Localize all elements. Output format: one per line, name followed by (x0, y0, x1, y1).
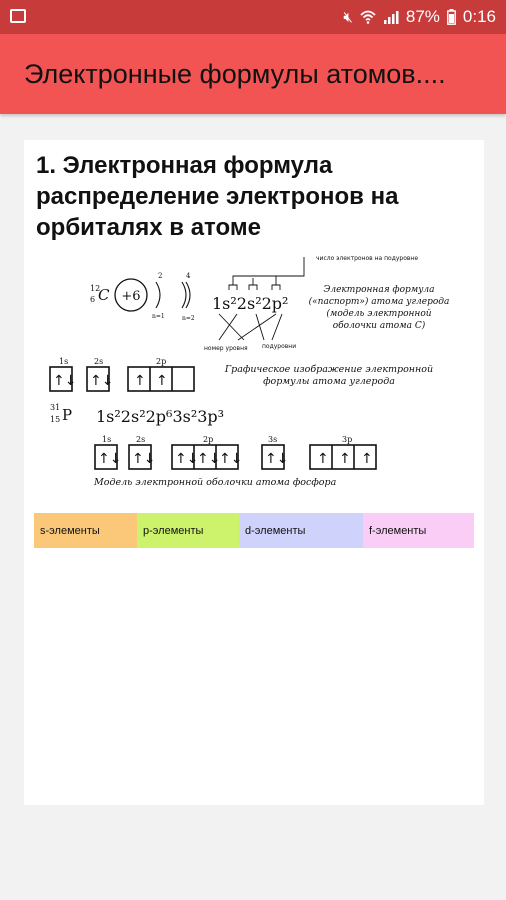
carbon-orbital-2p-label: 2p (156, 357, 166, 366)
shell1-electrons: 2 (158, 272, 162, 280)
carbon-formula: 1s²2s²2p² (212, 294, 288, 313)
bracket-lines (218, 257, 305, 341)
svg-text:↑: ↑ (339, 451, 351, 467)
svg-text:↑: ↑ (134, 373, 146, 389)
svg-text:↑↓: ↑↓ (265, 451, 288, 467)
p-mass: 31 (50, 403, 60, 412)
label-level: номер уровня (204, 345, 248, 352)
p-orbital-1s-label: 1s (102, 435, 111, 444)
label-sublevel: подуровни (262, 343, 296, 350)
carbon-graphic-caption: Графическое изображение электронной форм… (224, 364, 434, 387)
shell2-electrons: 4 (186, 272, 191, 280)
status-bar: 🔇︎ 87% 0:16 (0, 0, 506, 34)
app-bar: Электронные формулы атомов.... (0, 34, 506, 114)
shell-arc-2a (181, 281, 187, 309)
p-orbital-3s-label: 3s (268, 435, 277, 444)
carbon-orbital-boxes (49, 366, 195, 392)
svg-text:↑: ↑ (317, 451, 329, 467)
carbon-symbol: C (98, 286, 110, 304)
n1-label: n=1 (152, 313, 165, 320)
p-orbital-2s-label: 2s (136, 435, 145, 444)
mute-icon: 🔇︎ (343, 8, 353, 26)
status-icons: 🔇︎ 87% 0:16 (343, 0, 496, 34)
nucleus-circle (114, 278, 148, 312)
carbon-graphic-caption-box: Графическое изображение электронной форм… (224, 364, 434, 387)
p-orbital-boxes (94, 444, 377, 470)
legend-f-label: f-элементы (369, 524, 427, 537)
legend-p-elements: p-элементы (137, 513, 239, 548)
svg-text:↑↓: ↑↓ (53, 373, 76, 389)
legend-p-label: p-элементы (143, 524, 204, 537)
p-orbital-2p-label: 2p (203, 435, 213, 444)
carbon-mass: 12 (90, 284, 100, 293)
label-electron-count: число электронов на подуровне (316, 255, 418, 262)
svg-text:↑↓: ↑↓ (132, 451, 155, 467)
p-caption: Модель электронной оболочки атома фосфор… (93, 477, 337, 488)
legend-d-label: d-элементы (245, 524, 306, 537)
electron-formula-figure: 12 6 C +6 2 4 n=1 n=2 1s²2s²2p² число эл… (49, 255, 450, 488)
svg-text:↑↓: ↑↓ (197, 451, 220, 467)
battery-icon (447, 9, 456, 25)
image-icon (10, 9, 26, 23)
clock: 0:16 (462, 7, 496, 26)
svg-text:↑↓: ↑↓ (90, 373, 113, 389)
legend-s-elements: s-элементы (34, 513, 137, 548)
shell-arc-1 (155, 281, 161, 309)
carbon-orbital-1s-label: 1s (59, 357, 68, 366)
passport-text-box: Электронная формула («паспорт») атома уг… (308, 285, 450, 331)
carbon-number: 6 (90, 295, 95, 304)
n2-label: n=2 (182, 315, 195, 322)
svg-text:↑: ↑ (156, 373, 168, 389)
svg-text:↑↓: ↑↓ (98, 451, 121, 467)
nucleus-charge: +6 (121, 289, 140, 304)
legend-s-label: s-элементы (40, 524, 100, 537)
battery-percent: 87% (405, 7, 440, 26)
svg-text:↑↓: ↑↓ (175, 451, 198, 467)
shell-arc-2b (185, 281, 191, 309)
p-orbital-3p-label: 3p (342, 435, 352, 444)
legend-f-elements: f-элементы (363, 513, 474, 548)
app-title: Электронные формулы атомов.... (24, 59, 446, 89)
svg-text:↑↓: ↑↓ (219, 451, 242, 467)
p-orbital-arrows: ↑↓ ↑↓ ↑↓ ↑↓ ↑↓ ↑↓ ↑ ↑ ↑ (98, 451, 373, 467)
p-symbol: P (62, 406, 72, 424)
wifi-icon (360, 10, 376, 24)
svg-text:↑: ↑ (361, 451, 373, 467)
p-formula: 1s²2s²2p⁶3s²3p³ (96, 407, 224, 426)
passport-text: Электронная формула («паспорт») атома уг… (308, 285, 450, 331)
carbon-orbital-2s-label: 2s (94, 357, 103, 366)
legend-d-elements: d-элементы (239, 513, 363, 548)
carbon-orbital-arrows: ↑↓ ↑↓ ↑ ↑ (53, 373, 168, 389)
content-card: 1. Электронная формула распределение эле… (24, 140, 484, 805)
section-heading: 1. Электронная формула распределение эле… (36, 152, 399, 241)
signal-icon (383, 11, 399, 24)
element-block-legend: s-элементы p-элементы d-элементы f-элеме… (34, 513, 474, 548)
p-number: 15 (50, 415, 60, 424)
